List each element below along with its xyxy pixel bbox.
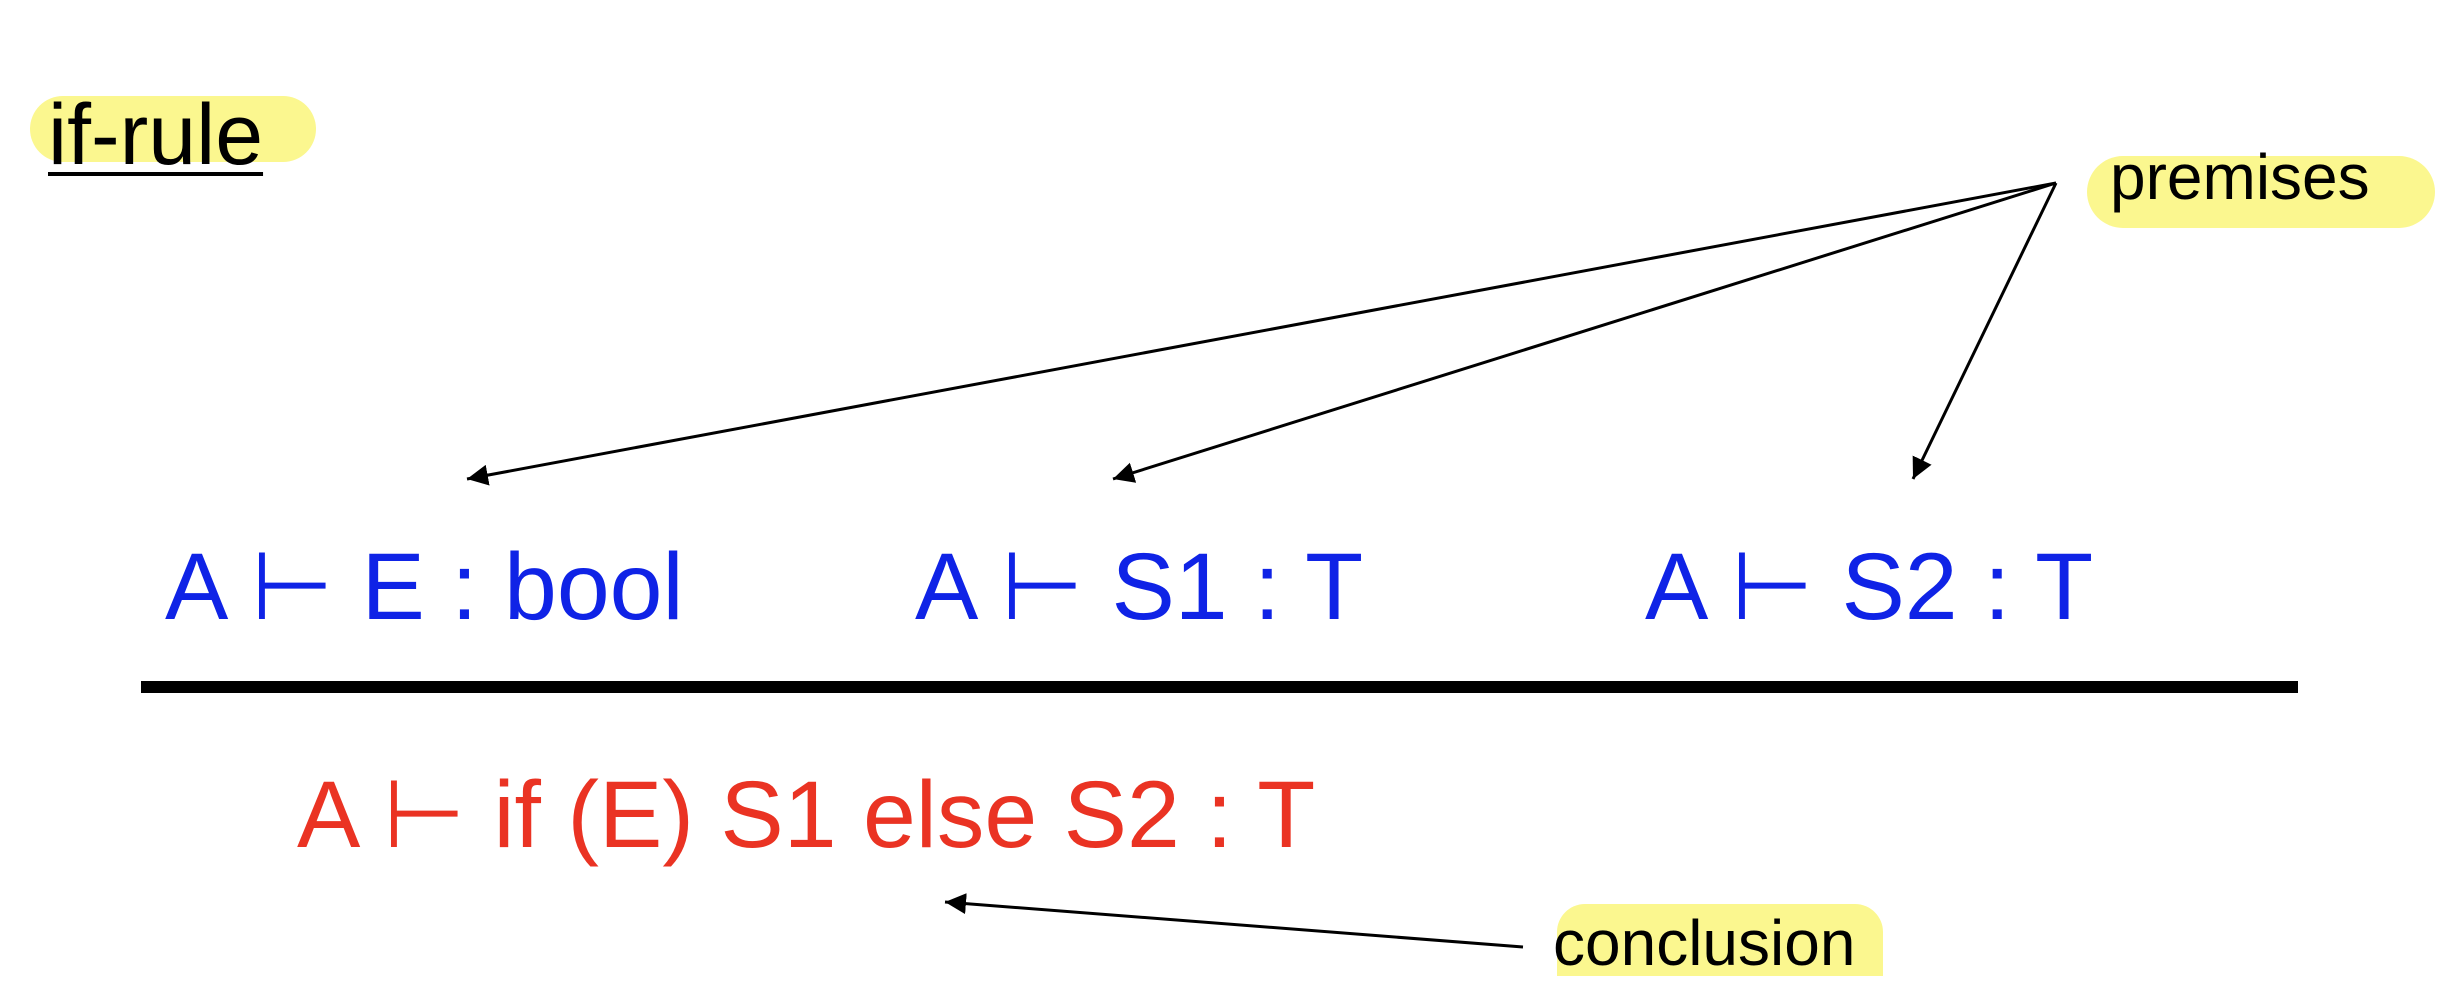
premise-2-env: A — [915, 534, 974, 640]
premise-1: A ⊢ E : bool — [165, 540, 684, 635]
conclusion-formula: A ⊢ if (E) S1 else S2 : T — [297, 768, 1315, 863]
premise-2-judgment: S1 : T — [1111, 534, 1364, 640]
turnstile-symbol: ⊢ — [250, 534, 334, 640]
premise-3-judgment: S2 : T — [1841, 534, 2094, 640]
conclusion-highlight — [1557, 904, 1883, 976]
conclusion-judgment: if (E) S1 else S2 : T — [493, 762, 1316, 868]
premise-1-judgment: E : bool — [361, 534, 684, 640]
conclusion-label: conclusion — [1553, 907, 1856, 979]
premises-highlight — [2087, 156, 2435, 228]
title-highlight — [30, 96, 316, 162]
conclusion-env: A — [297, 762, 356, 868]
premises-arrow-1 — [466, 181, 2057, 486]
premise-2: A ⊢ S1 : T — [915, 540, 1363, 635]
premise-3-env: A — [1645, 534, 1704, 640]
turnstile-symbol: ⊢ — [1730, 534, 1814, 640]
premise-3: A ⊢ S2 : T — [1645, 540, 2093, 635]
turnstile-symbol: ⊢ — [382, 762, 466, 868]
premises-label: premises — [2110, 141, 2370, 213]
premises-arrow-2 — [1112, 181, 2057, 483]
page-title: if-rule — [48, 87, 264, 183]
turnstile-symbol: ⊢ — [1000, 534, 1084, 640]
inference-line — [141, 681, 2298, 693]
premises-arrow-3 — [1911, 182, 2058, 480]
premise-1-env: A — [165, 534, 224, 640]
conclusion-arrow — [944, 893, 1524, 949]
